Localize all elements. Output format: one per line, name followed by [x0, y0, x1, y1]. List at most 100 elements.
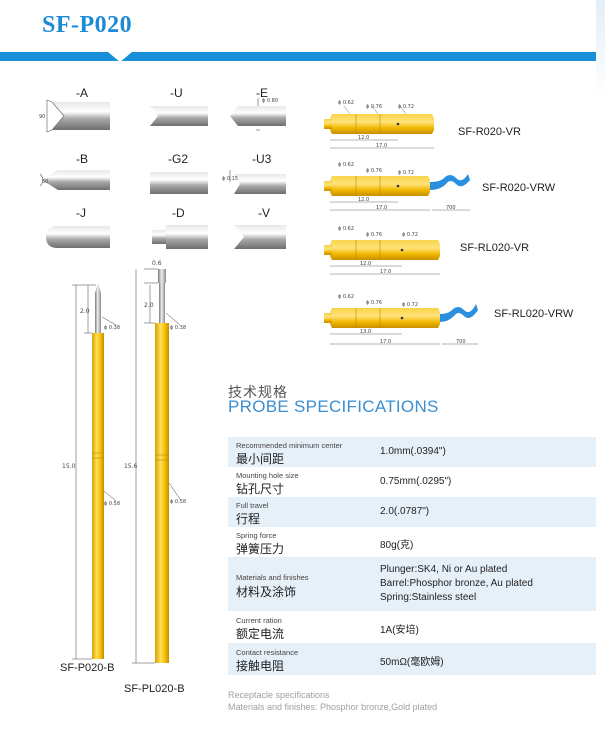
tip-a-icon: 90 — [39, 99, 110, 133]
r1-l2: 17.0 — [376, 143, 387, 149]
spec-label-en: Recommended minimum center — [236, 441, 343, 450]
r2-d1: ϕ 0.62 — [338, 162, 354, 168]
r4-d2: ϕ 0.76 — [366, 300, 382, 306]
tip-v-icon — [234, 225, 286, 249]
r4-d1: ϕ 0.62 — [338, 294, 354, 300]
tip-e-icon: ϕ 0.80 — [230, 98, 286, 131]
p020-dim-length: 15.0 — [62, 463, 76, 470]
r2-d3: ϕ 0.72 — [398, 170, 414, 176]
spec-row-current: Current ration 额定电流 1A(安培) — [228, 611, 596, 643]
p020-dia-top: ϕ 0.38 — [104, 325, 120, 331]
spec-label-en: Spring force — [236, 531, 277, 540]
spec-label-cn: 钻孔尺寸 — [236, 482, 285, 496]
spec-label-cn: 最小间距 — [236, 452, 285, 466]
page-title: SF-P020 — [42, 12, 133, 38]
spec-value: 0.75mm(.0295") — [380, 476, 452, 487]
receptacle-rl020-vr-name: SF-RL020-VR — [460, 242, 530, 254]
spec-label-en: Full travel — [236, 501, 269, 510]
spec-row-min-center: Recommended minimum center 最小间距 1.0mm(.0… — [228, 437, 596, 467]
spec-row-hole-size: Mounting hole size 钻孔尺寸 0.75mm(.0295") — [228, 467, 596, 497]
r4-l2: 17.0 — [380, 339, 391, 345]
receptacle-spec-title: Receptacle specifications — [228, 690, 330, 700]
receptacle-rl020-vr-drawing: ϕ 0.62 ϕ 0.76 ϕ 0.72 12.0 17.0 — [324, 226, 440, 275]
tip-label-u3: -U3 — [252, 152, 272, 166]
spec-label-en: Mounting hole size — [236, 471, 299, 480]
spec-label-cn: 行程 — [236, 512, 261, 526]
tip-label-j: -J — [76, 206, 86, 220]
r3-l2: 17.0 — [380, 269, 391, 275]
tip-label-e: -E — [256, 86, 268, 100]
probe-p020-drawing — [72, 283, 117, 660]
header-bar — [0, 52, 605, 61]
spec-label-en: Materials and finishes — [236, 573, 309, 582]
tip-g2-icon — [150, 172, 208, 194]
spec-value: 1.0mm(.0394") — [380, 446, 446, 457]
receptacle-r020-vrw-drawing: ϕ 0.62 ϕ 0.76 ϕ 0.72 12.0 17.0 700 — [324, 162, 470, 211]
spec-value: 1A(安培) — [380, 625, 419, 636]
tip-d-icon — [152, 225, 208, 249]
r1-d3: ϕ 0.72 — [398, 104, 414, 110]
r2-d2: ϕ 0.76 — [366, 168, 382, 174]
header-notch — [108, 52, 132, 62]
receptacle-rl020-vrw-drawing: ϕ 0.62 ϕ 0.76 ϕ 0.72 13.0 17.0 700 — [324, 294, 478, 345]
spec-label-cn: 弹簧压力 — [236, 542, 285, 556]
tip-label-v: -V — [258, 206, 270, 220]
receptacle-r020-vr-name: SF-R020-VR — [458, 126, 521, 138]
r1-d2: ϕ 0.76 — [366, 104, 382, 110]
receptacle-r020-vrw-name: SF-R020-VRW — [482, 182, 556, 194]
tip-j-icon — [46, 226, 110, 248]
receptacle-rl020-vrw-name: SF-RL020-VRW — [494, 308, 574, 320]
spec-row-full-travel: Full travel 行程 2.0(.0787") — [228, 497, 596, 527]
p020-dim-tip: 2.0 — [80, 308, 90, 315]
tip-a-dim: 90 — [39, 114, 45, 120]
spec-row-spring-force: Spring force 弹簧压力 80g(克) — [228, 527, 596, 557]
spec-value-barrel: Barrel:Phosphor bronze, Au plated — [380, 578, 533, 589]
header-edge-decoration — [596, 0, 605, 100]
spec-label-en: Current ration — [236, 616, 282, 625]
p020-dia-body: ϕ 0.58 — [104, 501, 120, 507]
spec-label-cn: 材料及涂饰 — [236, 585, 297, 599]
spec-row-materials: Materials and finishes 材料及涂饰 Plunger:SK4… — [228, 557, 596, 611]
probe-pl020-name: SF-PL020-B — [124, 683, 185, 695]
spec-label-en: Contact resistance — [236, 648, 299, 657]
tip-label-d: -D — [172, 206, 185, 220]
r3-d1: ϕ 0.62 — [338, 226, 354, 232]
receptacle-spec-materials: Materials and finishes: Phosphor bronze,… — [228, 702, 438, 712]
spec-value-spring: Spring:Stainless steel — [380, 592, 477, 603]
pl020-dim-head: 0.6 — [152, 260, 162, 267]
r2-l2: 17.0 — [376, 205, 387, 211]
r4-wire: 700 — [456, 339, 466, 345]
tip-label-u: -U — [170, 86, 183, 100]
tip-u3-icon: ϕ 0.15 — [222, 170, 286, 194]
tip-b-dim: 60 — [42, 179, 48, 185]
receptacle-r020-vr-drawing: ϕ 0.62 ϕ 0.76 ϕ 0.72 12.0 17.0 — [324, 100, 434, 149]
spec-row-contact-resistance: Contact resistance 接触电阻 50mΩ(毫欧姆) — [228, 643, 596, 675]
r1-d1: ϕ 0.62 — [338, 100, 354, 106]
probe-pl020-drawing — [132, 268, 181, 664]
spec-value: 80g(克) — [380, 540, 414, 551]
tip-e-dim: ϕ 0.80 — [262, 98, 278, 104]
tip-label-a: -A — [76, 86, 88, 100]
spec-label-cn: 接触电阻 — [236, 659, 285, 673]
r4-d3: ϕ 0.72 — [402, 302, 418, 308]
tip-u3-dim: ϕ 0.15 — [222, 176, 238, 182]
spec-label-cn: 额定电流 — [236, 627, 285, 641]
r4-l1: 13.0 — [360, 329, 371, 335]
r3-d3: ϕ 0.72 — [402, 232, 418, 238]
r1-l1: 12.0 — [358, 135, 369, 141]
spec-value: 50mΩ(毫欧姆) — [380, 657, 444, 668]
r3-l1: 12.0 — [360, 261, 371, 267]
probe-p020-name: SF-P020-B — [60, 662, 115, 674]
spec-value-plunger: Plunger:SK4, Ni or Au plated — [380, 564, 508, 575]
r2-l1: 12.0 — [358, 197, 369, 203]
tip-u-icon — [150, 106, 208, 126]
spec-value: 2.0(.0787") — [380, 506, 430, 517]
pl020-dia-top: ϕ 0.38 — [170, 325, 186, 331]
spec-heading-cn: 技术规格 — [228, 384, 288, 400]
probe-drawings: 2.0 15.0 ϕ 0.38 ϕ 0.58 0.6 2.0 15.6 ϕ 0.… — [62, 260, 186, 664]
tip-label-b: -B — [76, 152, 88, 166]
pl020-dim-tip: 2.0 — [144, 302, 154, 309]
tip-label-g2: -G2 — [168, 152, 189, 166]
pl020-dim-length: 15.6 — [124, 463, 138, 470]
spec-heading-en: PROBE SPECIFICATIONS — [228, 397, 439, 416]
